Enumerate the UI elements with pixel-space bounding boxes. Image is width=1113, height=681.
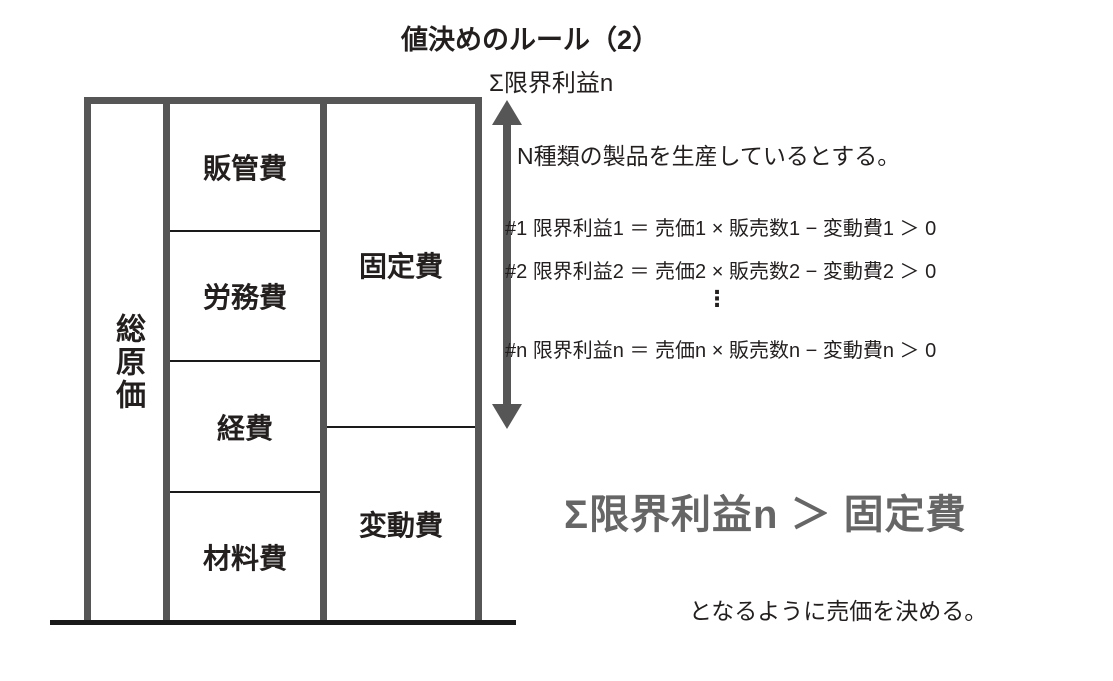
box-right-border <box>475 97 482 620</box>
equation-2: #2 限界利益2 ＝ 売価2 × 販売数2 − 変動費2 ＞ 0 <box>505 261 937 283</box>
equation-n: #n 限界利益n ＝ 売価n × 販売数n − 変動費n ＞ 0 <box>505 340 937 362</box>
segment-hendohi: 変動費 <box>327 428 475 620</box>
segment-romuhi: 労務費 <box>170 232 320 360</box>
arrow-down-head <box>492 404 522 429</box>
segment-keihi: 経費 <box>170 362 320 491</box>
column-divider-1 <box>163 97 170 620</box>
segment-label: 販管費 <box>202 153 287 184</box>
total-cost-label: 総原価 <box>111 312 144 412</box>
total-cost-cell: 総原価 <box>91 104 163 620</box>
segment-koteihi: 固定費 <box>327 104 475 426</box>
segment-label: 固定費 <box>358 251 443 282</box>
segment-label: 変動費 <box>358 510 443 541</box>
segment-divider-keihi-zairyohi <box>170 491 320 493</box>
assumption-text: N種類の製品を生産しているとする。 <box>517 143 901 169</box>
segment-label: 労務費 <box>202 282 287 313</box>
conclusion-formula: Σ限界利益n ＞ 固定費 <box>564 493 967 537</box>
segment-divider-hankanhi-romuhi <box>170 230 320 232</box>
segment-label: 材料費 <box>202 542 287 574</box>
arrow-up-head <box>492 100 522 125</box>
page-title: 値決めのルール（2） <box>400 25 660 55</box>
arrow-shaft <box>503 125 511 404</box>
arrow-label: Σ限界利益n <box>489 70 614 97</box>
vertical-ellipsis: ⋮ <box>706 286 728 311</box>
column-divider-2 <box>320 97 327 620</box>
segment-zairyohi: 材料費 <box>170 493 320 620</box>
segment-label: 経費 <box>216 412 273 444</box>
segment-divider-kotei-hendo <box>327 426 475 428</box>
baseline <box>50 620 516 625</box>
segment-divider-romuhi-keihi <box>170 360 320 362</box>
box-left-border <box>84 97 91 620</box>
vertical-range-arrow-icon <box>492 100 522 429</box>
closing-text: となるように売価を決める。 <box>689 598 988 624</box>
equation-1: #1 限界利益1 ＝ 売価1 × 販売数1 − 変動費1 ＞ 0 <box>505 218 937 240</box>
segment-hankanhi: 販管費 <box>170 104 320 230</box>
box-top-border <box>84 97 482 104</box>
